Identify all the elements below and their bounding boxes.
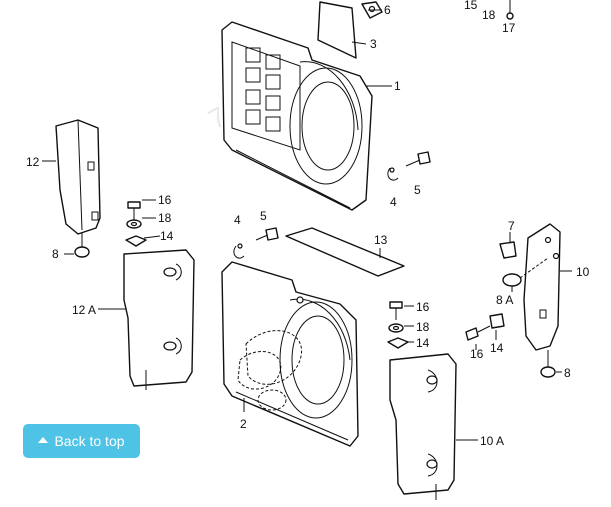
rubber-mount-8-right xyxy=(540,350,556,378)
screw-16-right xyxy=(465,325,491,341)
callout-15: 15 xyxy=(464,0,478,12)
fan-shroud-upper xyxy=(221,21,373,211)
callout-5-upper: 5 xyxy=(414,183,421,197)
callout-13: 13 xyxy=(374,233,388,247)
air-deflector-10A xyxy=(389,353,457,500)
nut-14-left xyxy=(125,235,147,247)
callout-16-middle: 16 xyxy=(416,300,430,314)
clip-4-lower xyxy=(233,243,245,259)
callout-5-lower: 5 xyxy=(260,209,267,223)
fastener-15-18-17 xyxy=(506,0,514,20)
air-deflector-12 xyxy=(55,119,101,235)
callout-12: 12 xyxy=(26,155,40,169)
callout-14-right: 14 xyxy=(490,341,504,355)
callout-16-left: 16 xyxy=(158,193,172,207)
callout-7: 7 xyxy=(508,219,515,233)
back-to-top-button[interactable]: Back to top xyxy=(23,424,140,458)
screw-5-upper xyxy=(405,151,431,167)
callout-1: 1 xyxy=(394,79,401,93)
washer-18-left xyxy=(126,219,142,229)
callout-18-top: 18 xyxy=(482,8,496,22)
callout-8-right: 8 xyxy=(564,366,571,380)
screw-16-middle xyxy=(389,301,403,320)
rubber-mount-8-left xyxy=(74,232,90,258)
screw-16-left xyxy=(127,201,141,220)
callout-6: 6 xyxy=(384,3,391,17)
screw-5-lower xyxy=(255,227,279,241)
back-to-top-label: Back to top xyxy=(54,433,125,449)
callout-17: 17 xyxy=(502,21,516,35)
callout-16-right: 16 xyxy=(470,347,484,361)
callout-18-middle: 18 xyxy=(416,320,430,334)
callout-18-left: 18 xyxy=(158,211,172,225)
chevron-up-icon xyxy=(38,437,49,443)
clip-7 xyxy=(499,241,517,259)
callout-4-upper: 4 xyxy=(390,195,397,209)
seal-strip-13 xyxy=(285,227,405,277)
nut-14-middle xyxy=(387,337,409,349)
nut-14-right xyxy=(489,313,505,329)
air-deflector-10 xyxy=(523,223,561,351)
clip-4-upper xyxy=(387,167,399,181)
callout-8-left: 8 xyxy=(52,247,59,261)
fan-shroud-lower xyxy=(221,261,359,447)
callout-12A: 12 A xyxy=(72,303,96,317)
callout-4-lower: 4 xyxy=(234,213,241,227)
rivet-8A xyxy=(502,257,549,292)
callout-14-left: 14 xyxy=(160,229,174,243)
callout-3: 3 xyxy=(370,37,377,51)
callout-10: 10 xyxy=(576,265,590,279)
washer-18-middle xyxy=(388,323,404,333)
callout-8A: 8 A xyxy=(496,293,513,307)
callout-10A: 10 A xyxy=(480,434,504,448)
callout-2: 2 xyxy=(240,417,247,431)
air-deflector-12A xyxy=(123,249,195,390)
callout-14-middle: 14 xyxy=(416,336,430,350)
cover-plate-3 xyxy=(317,1,357,59)
